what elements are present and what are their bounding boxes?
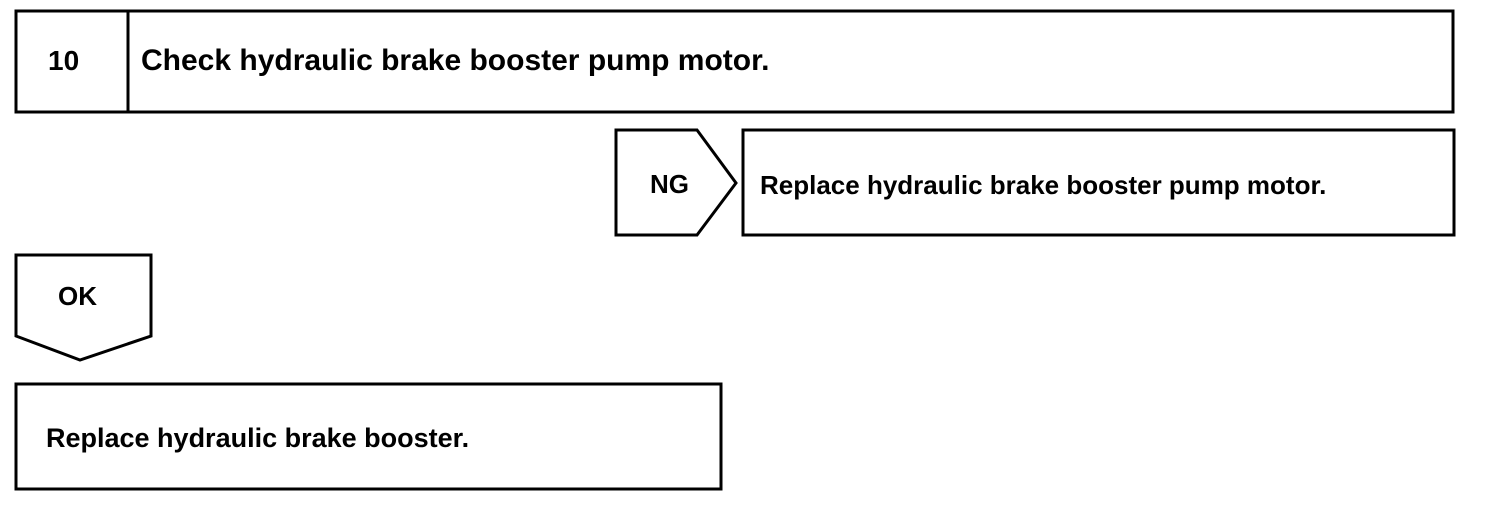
ok-label: OK — [58, 281, 97, 311]
step-box — [14, 9, 1455, 114]
step-number: 10 — [48, 45, 80, 76]
ok-action-text: Replace hydraulic brake booster. — [46, 423, 470, 453]
ng-action-text: Replace hydraulic brake booster pump mot… — [760, 170, 1327, 200]
ok-action-box — [14, 382, 723, 491]
ng-action-box — [741, 128, 1456, 237]
ng-arrow-tag — [614, 128, 738, 237]
ok-arrow-tag — [14, 253, 153, 362]
ng-label: NG — [650, 169, 689, 199]
step-title: Check hydraulic brake booster pump motor… — [141, 44, 770, 77]
